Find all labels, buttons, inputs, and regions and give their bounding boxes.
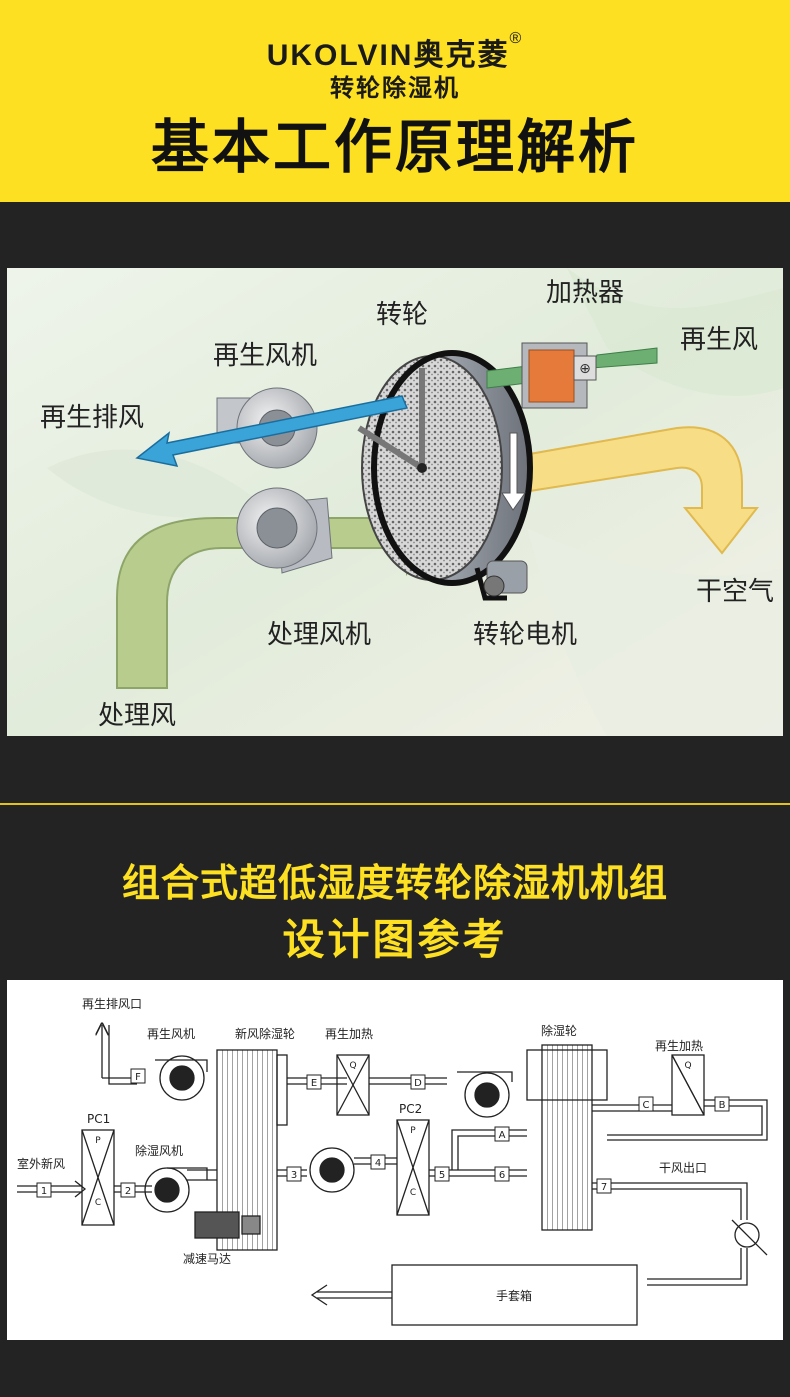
svg-text:P: P (95, 1136, 101, 1146)
svg-text:3: 3 (291, 1170, 297, 1181)
svg-text:⊕: ⊕ (579, 361, 591, 377)
glovebox (391, 1264, 638, 1326)
principle-illustration: ⊕ 转轮 加热器 再生风机 再生风 再生排风 干空气 处理风机 转轮电机 处理风 (7, 268, 783, 736)
desiccant-wheel (541, 1044, 593, 1231)
page-headline: 基本工作原理解析 (150, 113, 639, 181)
label-wheel: 转轮 (376, 300, 428, 330)
label-pc1: PC1 (87, 1112, 110, 1126)
wheel-motor (483, 560, 528, 597)
regen-exhaust-arrow (135, 395, 409, 467)
point-markers: 1 2 3 4 5 6 7 A B C D E F (36, 1068, 730, 1198)
label-gear-motor: 减速马达 (183, 1252, 231, 1266)
svg-text:C: C (410, 1188, 416, 1198)
label-process-air: 处理风 (98, 701, 176, 731)
desiccant-wheel (357, 350, 533, 601)
svg-text:4: 4 (375, 1158, 381, 1169)
product-subtitle: 转轮除湿机 (330, 74, 460, 102)
svg-text:E: E (311, 1078, 317, 1089)
svg-text:Q: Q (349, 1061, 356, 1071)
svg-text:7: 7 (601, 1182, 607, 1193)
label-regen-fan: 再生风机 (147, 1027, 195, 1041)
process-fan (236, 487, 333, 574)
section-title-line1: 组合式超低湿度转轮除湿机机组 (121, 861, 668, 905)
filter-letters: P C P C Q Q (95, 1061, 692, 1208)
regen-heater-right (671, 1054, 705, 1116)
regen-heater-left (336, 1054, 370, 1116)
section-divider (0, 803, 790, 805)
label-fresh-wheel: 新风除湿轮 (235, 1026, 295, 1041)
svg-text:C: C (643, 1100, 650, 1111)
working-principle-diagram: ⊕ 转轮 加热器 再生风机 再生风 再生排风 干空气 处理风机 转轮电机 处理风 (7, 268, 783, 736)
label-regen-heat-right: 再生加热 (655, 1039, 703, 1053)
label-regen-air: 再生风 (680, 325, 758, 355)
svg-text:C: C (95, 1198, 101, 1208)
label-regen-heat-left: 再生加热 (325, 1027, 373, 1041)
label-dry-air: 干空气 (696, 577, 774, 607)
svg-text:1: 1 (41, 1186, 47, 1197)
label-process-fan: 处理风机 (267, 620, 371, 650)
label-wheel-motor: 转轮电机 (473, 620, 577, 650)
label-desiccant-wheel: 除湿轮 (541, 1023, 577, 1038)
brand-logo: UKOLVIN奥克菱® (266, 30, 524, 72)
svg-text:5: 5 (439, 1170, 445, 1181)
leaf-shape (567, 268, 783, 396)
label-regen-exhaust-outlet: 再生排风口 (82, 997, 142, 1011)
svg-text:P: P (410, 1126, 416, 1136)
design-schematic: 1 2 3 4 5 6 7 A B C D E F P C P C Q Q 再生… (7, 980, 783, 1340)
header-banner: UKOLVIN奥克菱® 转轮除湿机 基本工作原理解析 (0, 0, 790, 202)
label-regen-fan: 再生风机 (213, 341, 317, 371)
svg-text:F: F (135, 1072, 141, 1083)
leaf-shape (47, 449, 267, 518)
schematic-drawing: 1 2 3 4 5 6 7 A B C D E F P C P C Q Q 再生… (7, 980, 783, 1340)
label-regen-exhaust: 再生排风 (40, 403, 144, 433)
label-glovebox: 手套箱 (496, 1288, 532, 1303)
label-dehum-fan: 除湿风机 (135, 1143, 183, 1158)
svg-text:D: D (414, 1078, 422, 1089)
label-heater: 加热器 (546, 278, 624, 308)
label-pc2: PC2 (399, 1102, 422, 1116)
label-outdoor-air: 室外新风 (17, 1156, 65, 1171)
svg-text:B: B (719, 1100, 726, 1111)
svg-text:2: 2 (125, 1186, 131, 1197)
leaf-shape (527, 528, 783, 736)
svg-text:Q: Q (684, 1061, 691, 1071)
pc2-filter (396, 1119, 430, 1216)
svg-text:6: 6 (499, 1170, 505, 1181)
label-dry-outlet: 干风出口 (659, 1161, 707, 1175)
section-title-line2: 设计图参考 (282, 915, 508, 964)
svg-text:A: A (499, 1130, 506, 1141)
dry-air-arrow (505, 426, 760, 555)
pc1-filter (81, 1129, 115, 1226)
heater: ⊕ (521, 342, 597, 409)
